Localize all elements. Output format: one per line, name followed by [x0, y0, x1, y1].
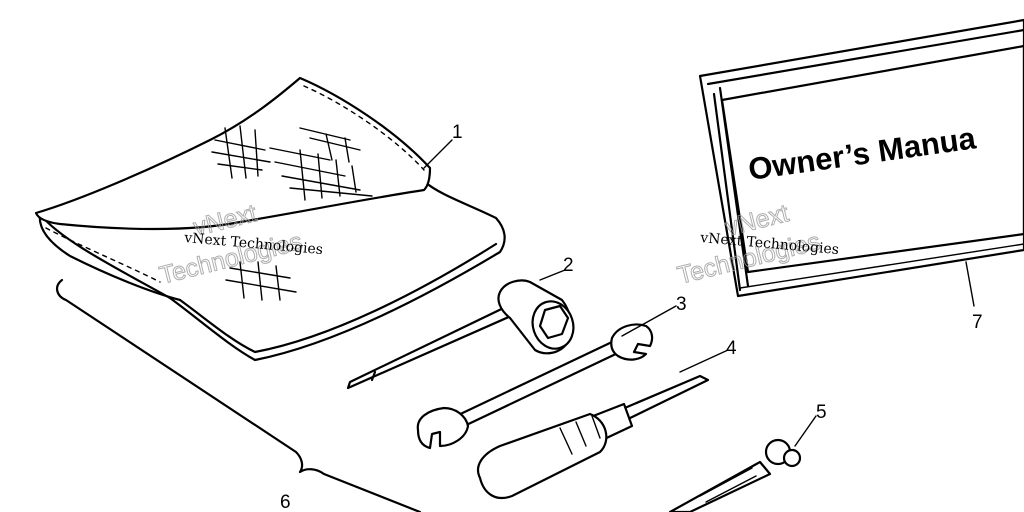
- kit-bracket: [56, 278, 422, 512]
- screwdriver: [476, 374, 710, 500]
- extension-tool: [668, 438, 802, 512]
- tool-pouch: [34, 76, 506, 362]
- leader-lines: [423, 139, 975, 447]
- spark-plug-wrench: [346, 279, 575, 390]
- open-end-wrench: [416, 323, 654, 450]
- callout-2: 2: [563, 255, 574, 276]
- callout-4: 4: [726, 338, 737, 359]
- callout-3: 3: [676, 294, 687, 315]
- callout-6: 6: [280, 492, 291, 512]
- owners-manual: Owner’s Manua: [698, 18, 1024, 298]
- callout-1: 1: [452, 122, 463, 143]
- callout-5: 5: [816, 402, 827, 423]
- callout-7: 7: [972, 312, 983, 333]
